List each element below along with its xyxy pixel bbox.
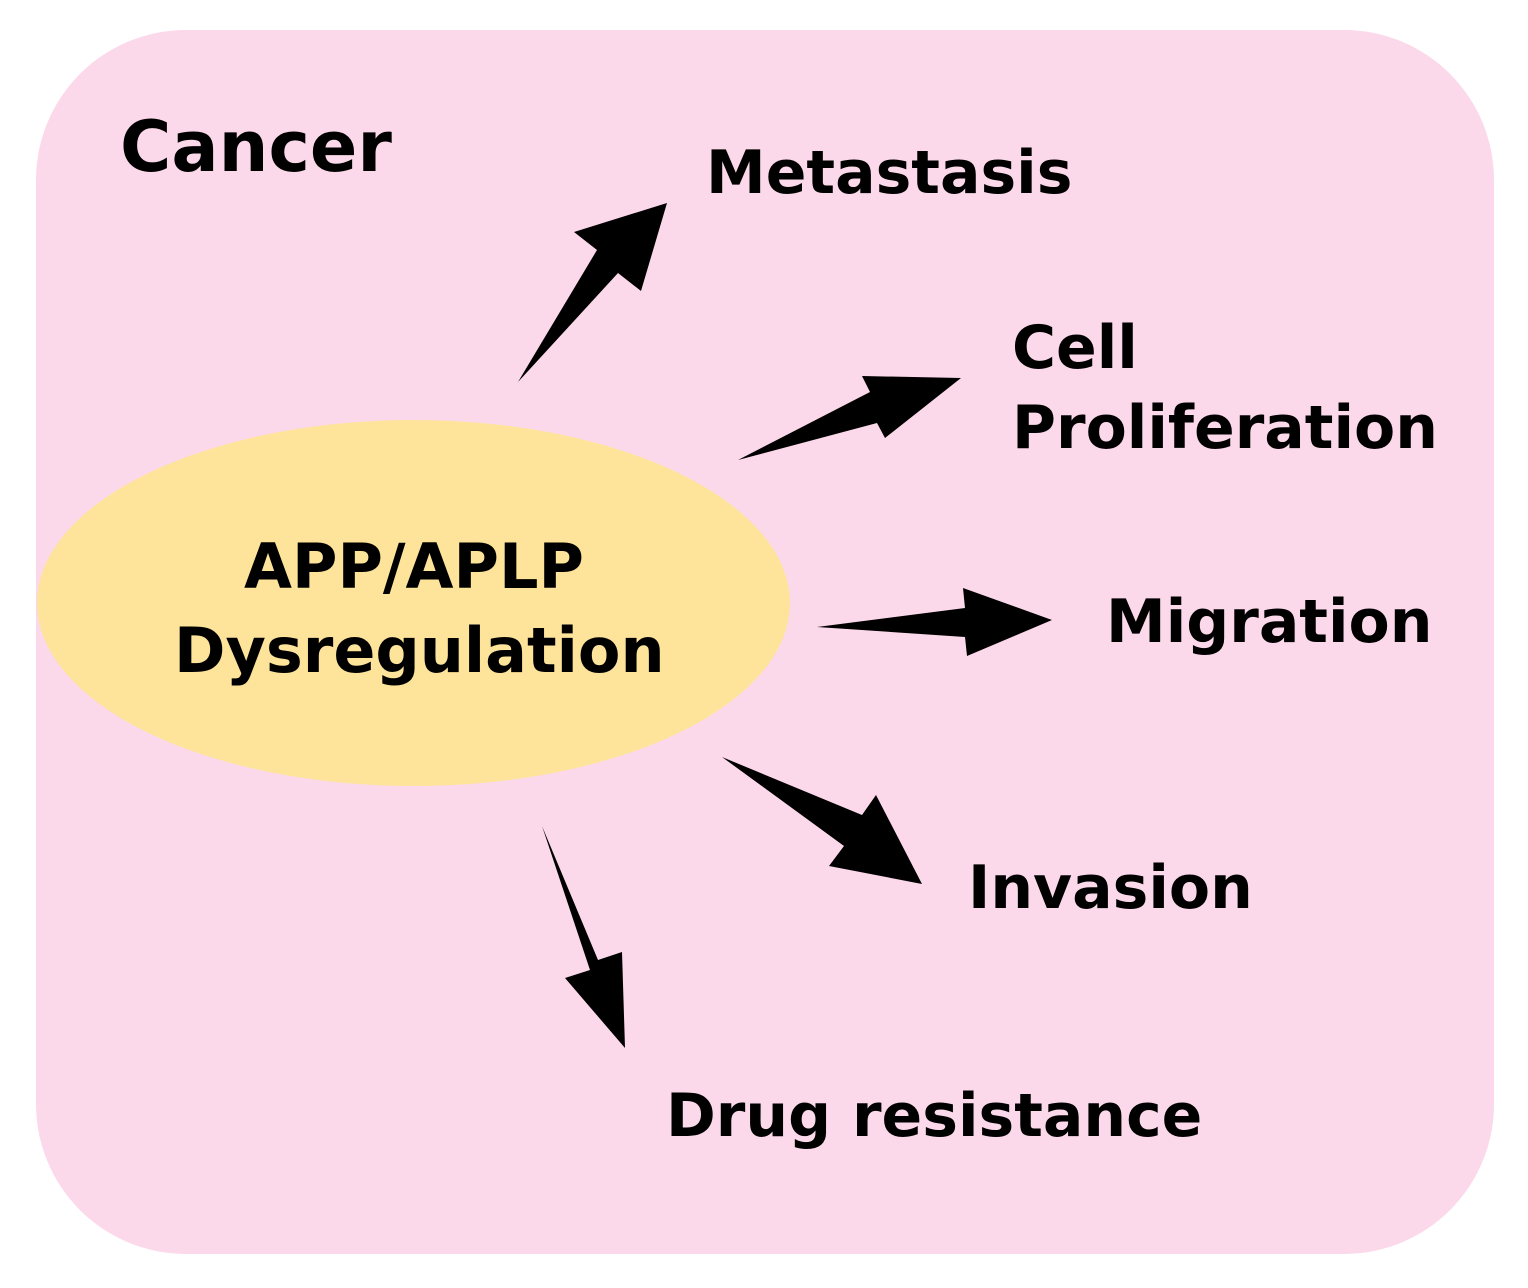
source-label-line1: APP/APLP — [244, 530, 584, 603]
source-ellipse — [37, 420, 790, 786]
outcome-cell-proliferation-line2: Proliferation — [1012, 393, 1438, 463]
panel-title: Cancer — [120, 106, 392, 188]
outcome-migration: Migration — [1106, 587, 1433, 657]
outcome-cell-proliferation-line1: Cell — [1012, 313, 1138, 383]
outcome-invasion: Invasion — [968, 853, 1253, 923]
arrow-to-metastasis — [518, 203, 667, 382]
outcome-metastasis: Metastasis — [706, 138, 1073, 208]
arrow-to-invasion — [722, 757, 922, 884]
arrow-to-migration — [817, 588, 1052, 656]
arrow-to-cell-proliferation — [738, 376, 961, 460]
arrow-to-drug-resistance — [542, 826, 625, 1048]
source-label-line2: Dysregulation — [174, 614, 665, 687]
outcome-drug-resistance: Drug resistance — [666, 1081, 1203, 1151]
